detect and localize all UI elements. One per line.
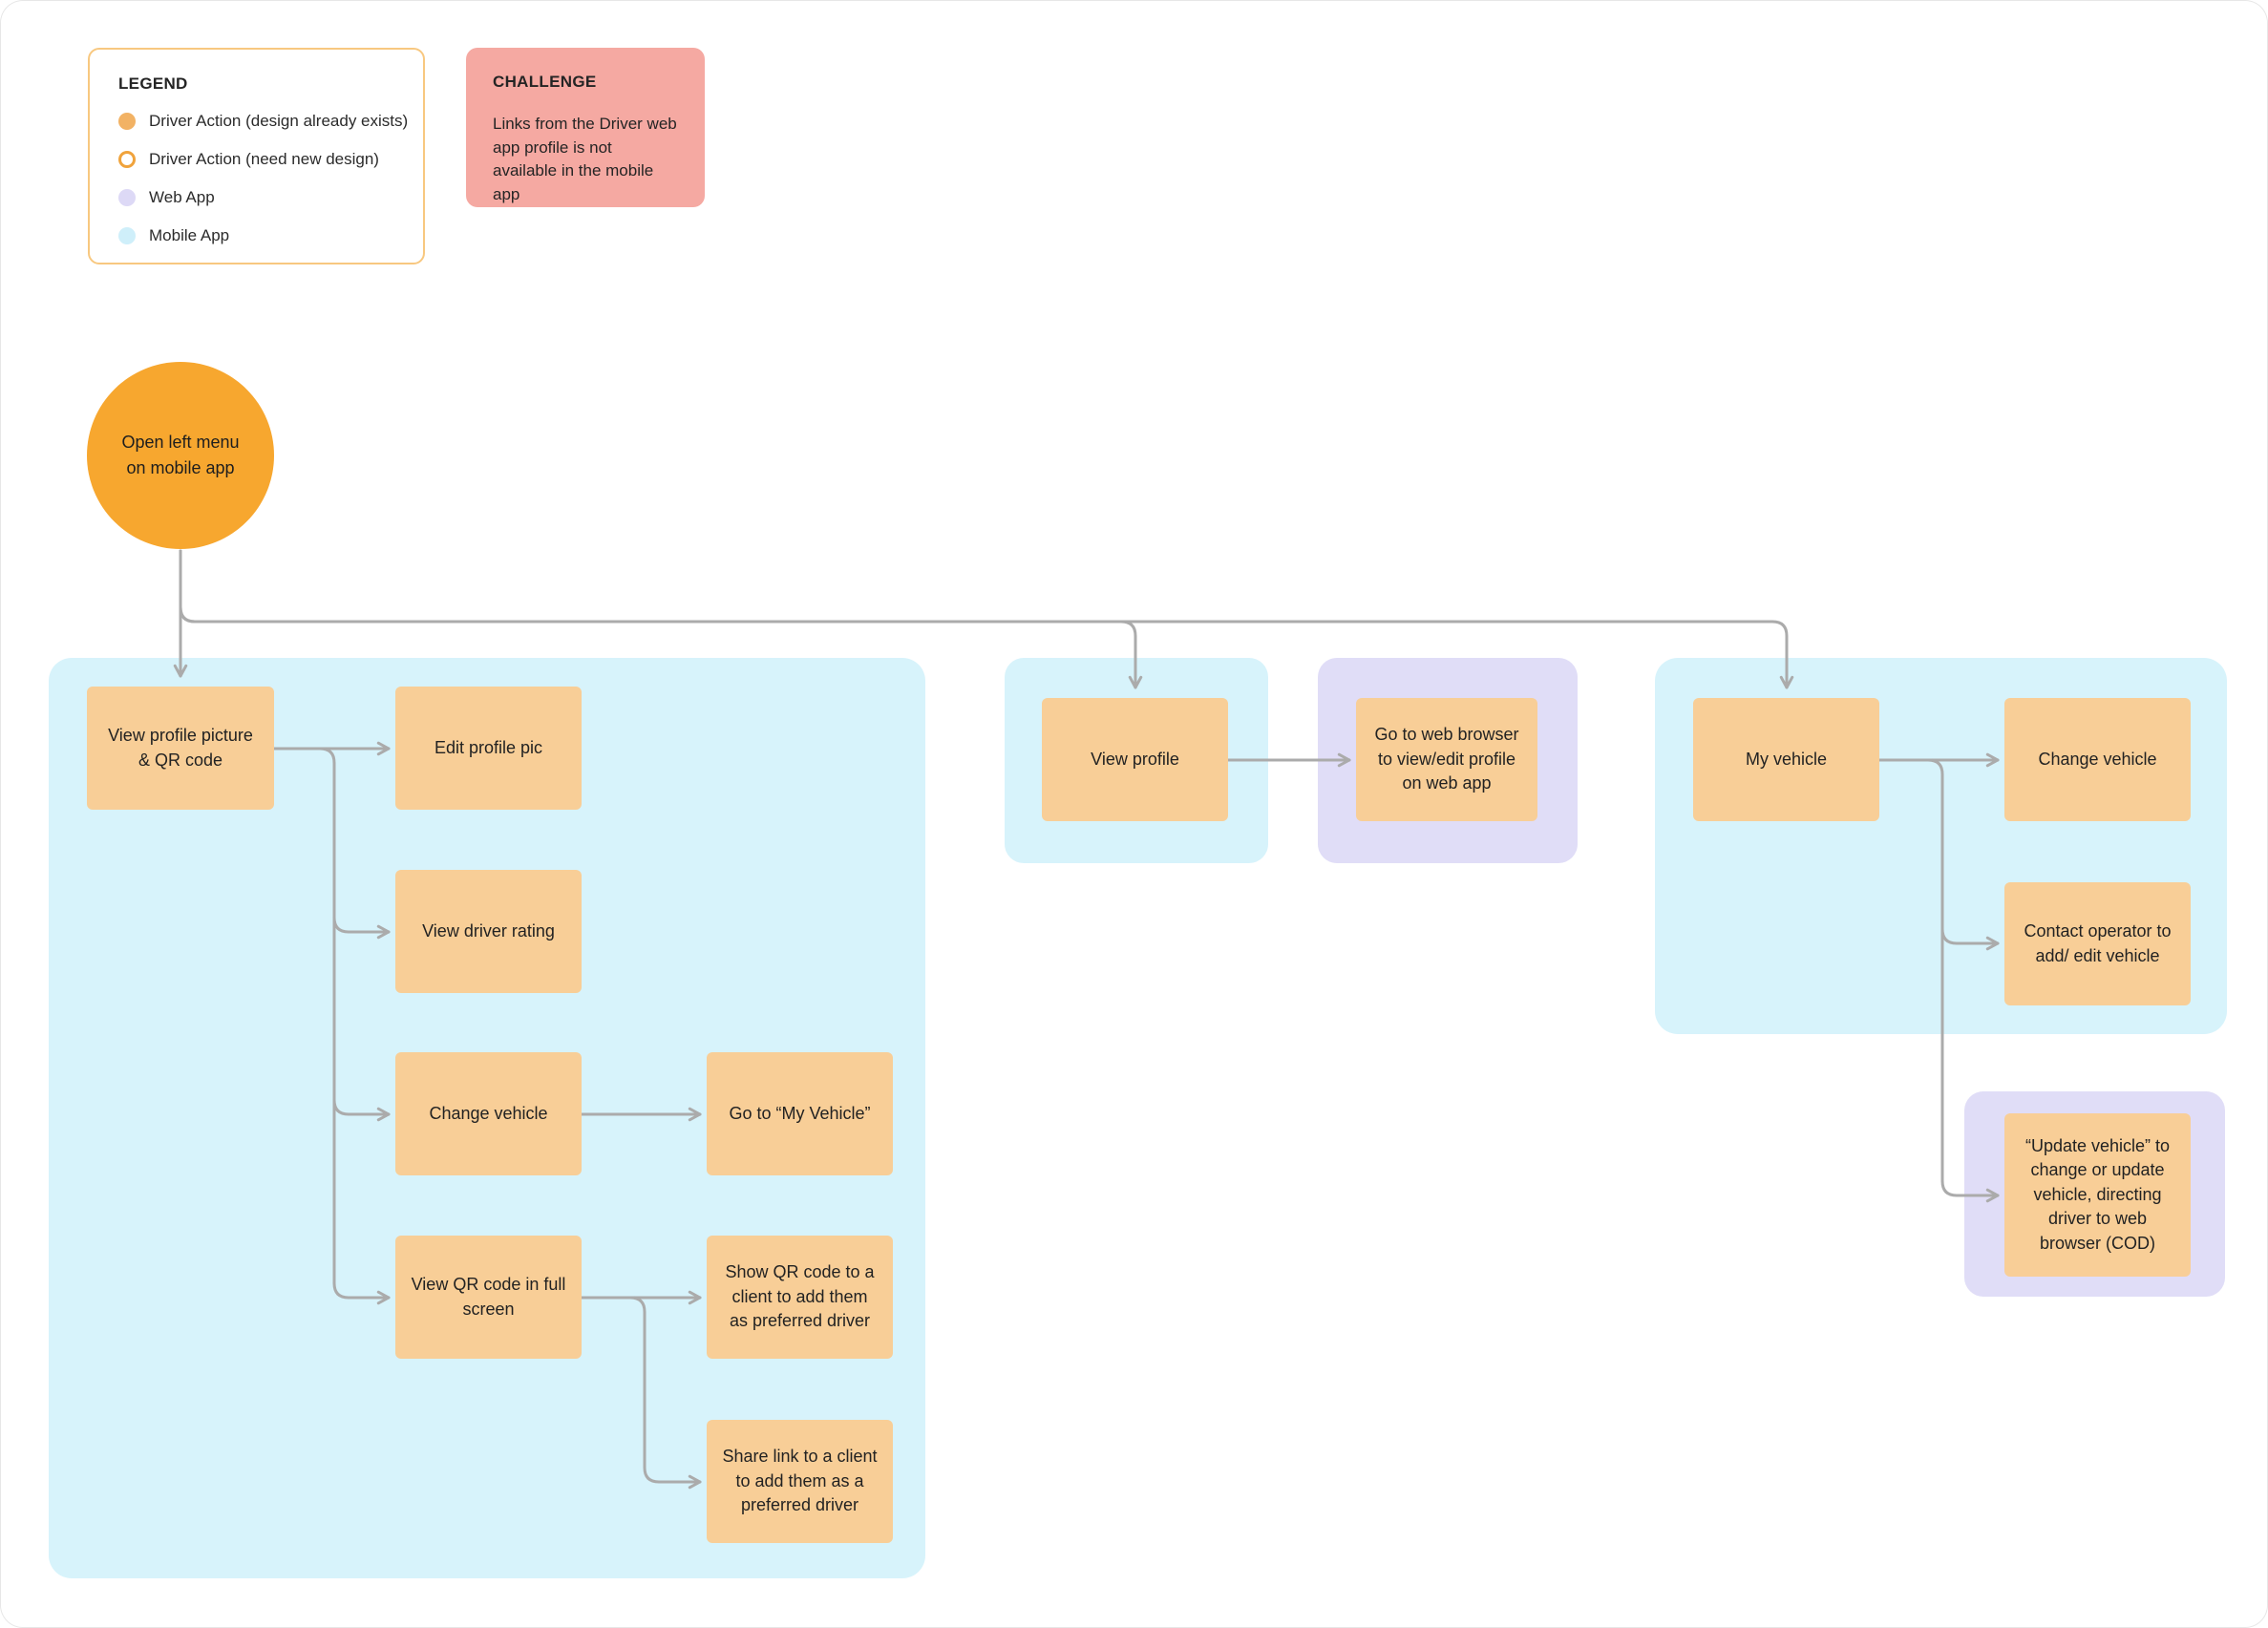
legend-item-label: Mobile App: [149, 226, 230, 244]
outlined-orange-dot-icon: [118, 151, 136, 168]
legend-item-web-app: Web App: [118, 187, 394, 208]
node-show-qr-code[interactable]: Show QR code to a client to add them as …: [707, 1236, 893, 1359]
node-change-vehicle-2[interactable]: Change vehicle: [2004, 698, 2191, 821]
node-go-to-my-vehicle[interactable]: Go to “My Vehicle”: [707, 1052, 893, 1175]
node-go-to-web-browser[interactable]: Go to web browser to view/edit profile o…: [1356, 698, 1537, 821]
challenge-note: CHALLENGE Links from the Driver web app …: [466, 48, 705, 207]
node-change-vehicle[interactable]: Change vehicle: [395, 1052, 582, 1175]
legend-item-label: Driver Action (design already exists): [149, 112, 409, 130]
node-contact-operator[interactable]: Contact operator to add/ edit vehicle: [2004, 882, 2191, 1005]
purple-dot-icon: [118, 189, 136, 206]
legend-item-mobile-app: Mobile App: [118, 225, 394, 246]
node-view-qr-full-screen[interactable]: View QR code in full screen: [395, 1236, 582, 1359]
challenge-text: Links from the Driver web app profile is…: [493, 115, 677, 203]
blue-dot-icon: [118, 227, 136, 244]
filled-orange-dot-icon: [118, 113, 136, 130]
start-node-open-left-menu[interactable]: Open left menu on mobile app: [87, 362, 274, 549]
legend-item-label: Driver Action (need new design): [149, 150, 379, 168]
node-view-profile-pic-qr[interactable]: View profile picture & QR code: [87, 687, 274, 810]
legend-title: LEGEND: [118, 74, 188, 93]
legend-item-driver-action-new: Driver Action (need new design): [118, 149, 394, 170]
node-my-vehicle[interactable]: My vehicle: [1693, 698, 1879, 821]
node-edit-profile-pic[interactable]: Edit profile pic: [395, 687, 582, 810]
node-view-driver-rating[interactable]: View driver rating: [395, 870, 582, 993]
node-update-vehicle[interactable]: “Update vehicle” to change or update veh…: [2004, 1113, 2191, 1277]
legend-item-label: Web App: [149, 188, 215, 206]
legend-item-driver-action-existing: Driver Action (design already exists): [118, 111, 408, 132]
node-view-profile[interactable]: View profile: [1042, 698, 1228, 821]
node-share-link[interactable]: Share link to a client to add them as a …: [707, 1420, 893, 1543]
challenge-title: CHALLENGE: [493, 73, 597, 91]
legend-panel: LEGEND Driver Action (design already exi…: [88, 48, 425, 264]
